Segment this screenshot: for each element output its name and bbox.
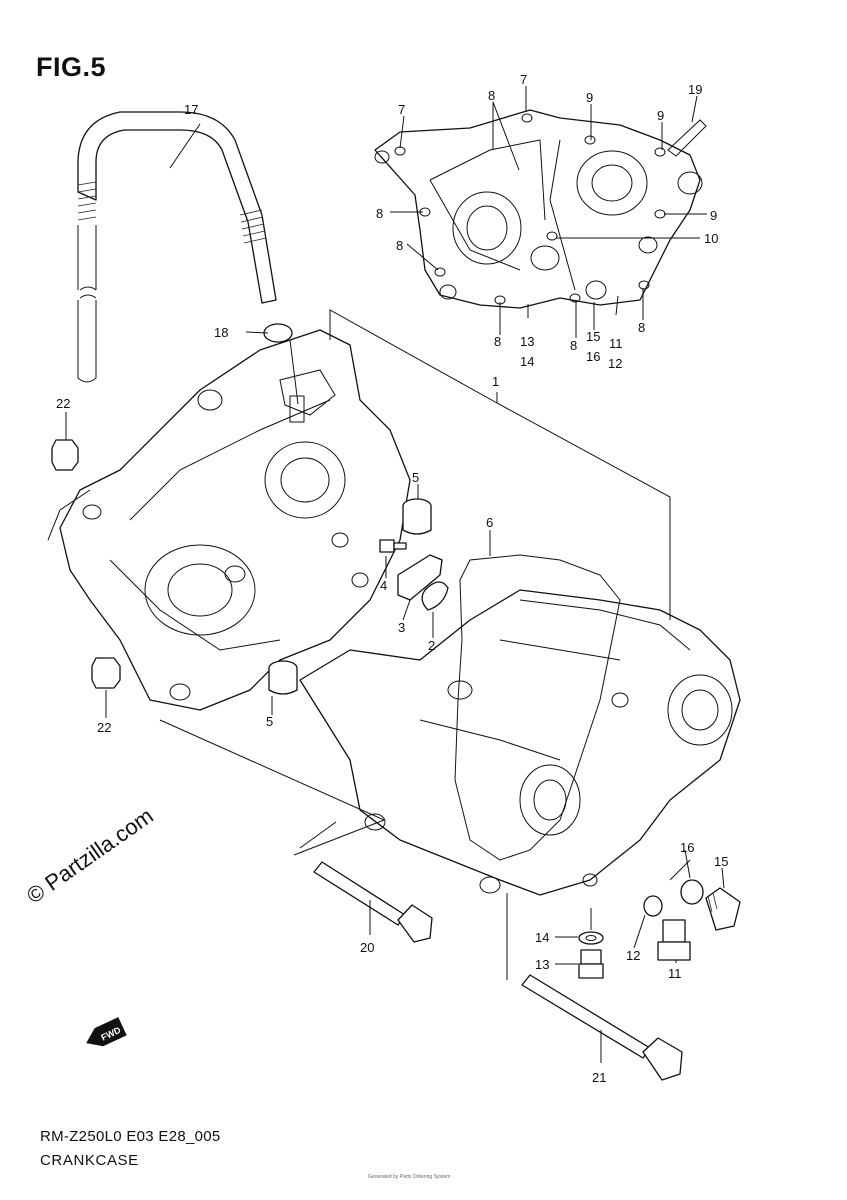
callout-1: 1 <box>492 374 499 389</box>
oil-jet-plate[interactable] <box>397 554 443 601</box>
fine-print: Generated by Parts Ordering System <box>368 1174 451 1180</box>
callout-15b: 15 <box>714 854 728 869</box>
callout-13a: 13 <box>520 334 534 349</box>
callout-4: 4 <box>380 578 387 593</box>
callout-5b: 5 <box>266 714 273 729</box>
callout-7b: 7 <box>398 102 405 117</box>
callout-10: 10 <box>704 231 718 246</box>
callout-11a: 11 <box>609 336 623 351</box>
callout-2: 2 <box>428 638 435 653</box>
washer-14[interactable] <box>578 931 604 945</box>
callout-8f: 8 <box>638 320 645 335</box>
callout-22b: 22 <box>97 720 111 735</box>
callout-8e: 8 <box>570 338 577 353</box>
callout-16b: 16 <box>680 840 694 855</box>
long-bolt-21[interactable] <box>521 974 683 1081</box>
dowel-pin-lower[interactable] <box>268 660 298 695</box>
hose-clamp[interactable] <box>263 323 293 343</box>
callout-numbers: 1 2 3 4 5 5 6 7 7 8 8 8 8 8 8 9 9 9 10 1… <box>56 72 728 1085</box>
callout-14a: 14 <box>520 354 534 369</box>
breather-hose[interactable] <box>77 111 277 383</box>
callout-9c: 9 <box>710 208 717 223</box>
callout-6: 6 <box>486 515 493 530</box>
callout-22a: 22 <box>56 396 70 411</box>
callout-17: 17 <box>184 102 198 117</box>
callout-5a: 5 <box>412 470 419 485</box>
callout-9a: 9 <box>586 90 593 105</box>
callout-12a: 12 <box>608 356 622 371</box>
callout-18: 18 <box>214 325 228 340</box>
callout-15a: 15 <box>586 329 600 344</box>
gasket-12[interactable] <box>643 895 663 917</box>
o-ring[interactable] <box>421 581 449 611</box>
oil-jet-bolt[interactable] <box>379 539 407 553</box>
long-bolt-20[interactable] <box>313 861 433 943</box>
gasket-16[interactable] <box>680 879 704 905</box>
callout-21: 21 <box>592 1070 606 1085</box>
left-crankcase-half[interactable] <box>59 329 411 711</box>
callout-7a: 7 <box>520 72 527 87</box>
callout-19: 19 <box>688 82 702 97</box>
fwd-direction-badge: FWD <box>86 1017 127 1047</box>
callout-8a: 8 <box>488 88 495 103</box>
callout-11b: 11 <box>668 966 682 981</box>
callout-16a: 16 <box>586 349 600 364</box>
figure-title: FIG.5 <box>36 52 107 82</box>
plug-15[interactable] <box>705 887 741 931</box>
callout-9b: 9 <box>657 108 664 123</box>
bearing-retainer-nut-upper[interactable] <box>51 439 79 471</box>
callout-8b: 8 <box>376 206 383 221</box>
model-code: RM-Z250L0 E03 E28_005 <box>40 1128 221 1145</box>
callout-20: 20 <box>360 940 374 955</box>
callout-14b: 14 <box>535 930 549 945</box>
callout-13b: 13 <box>535 957 549 972</box>
crankcase-inset-view <box>374 109 707 309</box>
dowel-pin-upper[interactable] <box>402 498 432 535</box>
plug-11[interactable] <box>657 919 691 961</box>
bolt-13[interactable] <box>578 949 604 979</box>
callout-8d: 8 <box>494 334 501 349</box>
right-crankcase-half[interactable] <box>299 589 741 896</box>
crankcase-gasket[interactable] <box>454 554 621 861</box>
callout-8c: 8 <box>396 238 403 253</box>
callout-3: 3 <box>398 620 405 635</box>
bearing-retainer-nut-lower[interactable] <box>91 657 121 689</box>
leader-lines <box>47 86 725 1063</box>
section-name: CRANKCASE <box>40 1152 139 1169</box>
callout-12b: 12 <box>626 948 640 963</box>
